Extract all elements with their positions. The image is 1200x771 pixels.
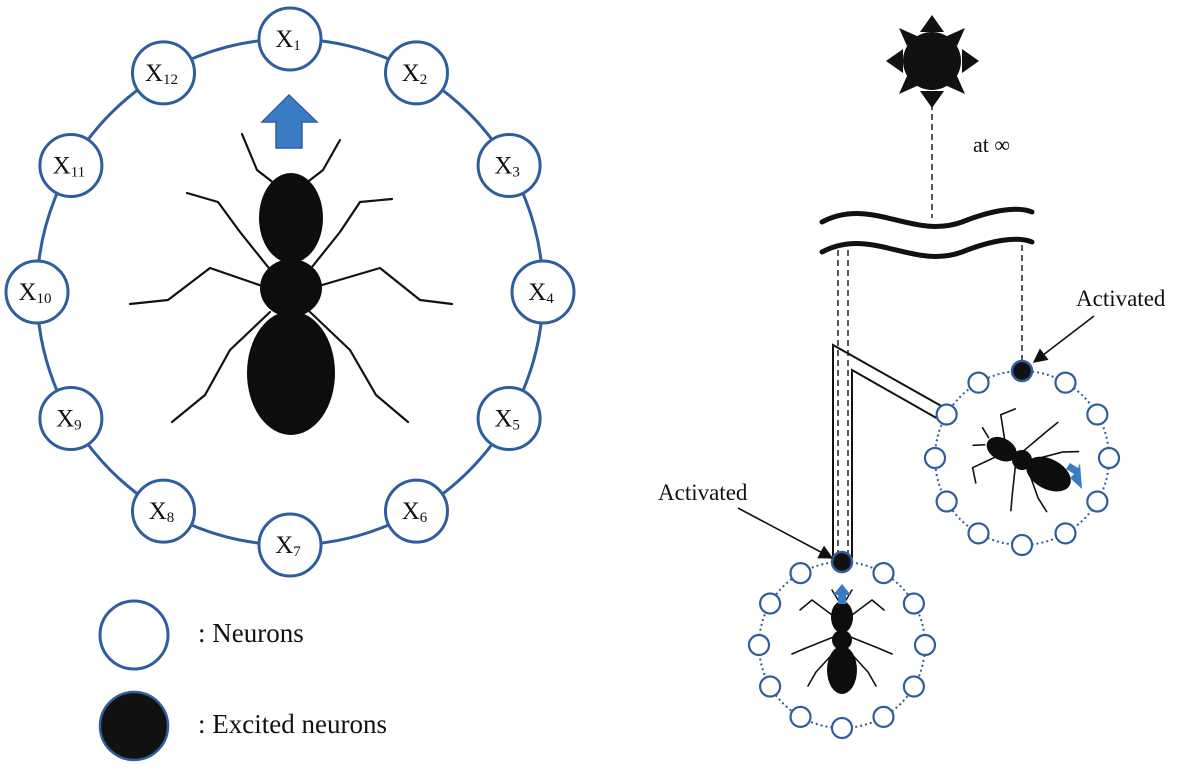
neuron-label: X11 xyxy=(53,153,86,181)
neuron-label: X3 xyxy=(494,153,520,181)
excited-neuron xyxy=(830,550,854,574)
small-neuron xyxy=(747,633,771,657)
small-neuron xyxy=(902,675,925,698)
small-neuron xyxy=(1097,446,1121,470)
neuron-x7: X7 xyxy=(257,512,323,578)
small-neuron xyxy=(923,446,947,470)
small-neuron xyxy=(902,592,925,615)
small-neuron xyxy=(967,371,990,394)
neuron-label: X1 xyxy=(275,26,301,54)
small-neuron xyxy=(1010,533,1034,557)
legend-neurons-label: : Neurons xyxy=(198,618,304,648)
activated-label-lower: Activated xyxy=(658,480,748,505)
neuron-label: X10 xyxy=(18,279,51,307)
neuron-x8: X8 xyxy=(131,478,196,544)
lower-ring xyxy=(747,550,937,740)
small-neuron xyxy=(1086,403,1109,426)
small-neuron xyxy=(759,592,782,615)
small-neuron xyxy=(759,675,782,698)
neuron-label: X9 xyxy=(56,406,82,434)
neuron-x9: X9 xyxy=(38,386,104,451)
small-neuron xyxy=(1054,371,1077,394)
small-neuron xyxy=(913,633,937,657)
neuron-x6: X6 xyxy=(384,478,449,544)
sun-icon xyxy=(886,15,979,108)
neuron-label: X2 xyxy=(402,60,428,88)
small-neuron xyxy=(830,716,854,740)
upper-ring xyxy=(923,359,1121,557)
heading-arrow-icon xyxy=(260,93,319,149)
small-neuron xyxy=(789,562,812,585)
neuron-x3: X3 xyxy=(476,133,542,198)
legend-neuron-icon xyxy=(98,599,170,671)
legend-excited-label: : Excited neurons xyxy=(198,709,387,739)
neuron-x11: X11 xyxy=(38,133,104,198)
neuron-label: X12 xyxy=(145,60,178,88)
upper-heading-arrow-icon xyxy=(1066,463,1082,489)
right-compass-panel: at ∞ xyxy=(658,15,1166,740)
small-neuron xyxy=(935,490,958,513)
neuron-x10: X10 xyxy=(4,259,70,325)
lower-heading-arrow-icon xyxy=(833,584,851,604)
neuron-label: X4 xyxy=(528,279,554,307)
neuron-x2: X2 xyxy=(384,40,449,106)
small-neuron xyxy=(935,403,958,426)
legend-excited-neuron-icon xyxy=(98,690,170,762)
neuron-label: X8 xyxy=(149,498,175,526)
neuron-label: X6 xyxy=(402,498,428,526)
activated-label-upper: Activated xyxy=(1076,286,1166,311)
excited-neuron xyxy=(1010,359,1034,383)
neuron-x1: X1 xyxy=(257,6,323,72)
small-neuron xyxy=(789,705,812,728)
small-ant-icon-upper xyxy=(971,408,1080,513)
distance-break-symbol xyxy=(819,206,1035,229)
ant-icon xyxy=(128,132,454,435)
neuron-label: X7 xyxy=(275,532,301,560)
neuron-x12: X12 xyxy=(131,40,196,106)
neuron-label: X5 xyxy=(494,406,520,434)
small-neuron xyxy=(1086,490,1109,513)
travel-path xyxy=(832,343,953,558)
small-neuron xyxy=(1054,522,1077,545)
small-neuron xyxy=(872,705,895,728)
small-ant-icon-lower xyxy=(791,589,893,694)
at-infinity-label: at ∞ xyxy=(973,132,1010,157)
activated-pointer-lower xyxy=(737,507,834,559)
neuron-x5: X5 xyxy=(476,386,542,451)
small-neuron xyxy=(872,562,895,585)
neuron-x4: X4 xyxy=(510,259,576,325)
small-neuron xyxy=(967,522,990,545)
activated-pointer-upper xyxy=(1032,315,1095,363)
